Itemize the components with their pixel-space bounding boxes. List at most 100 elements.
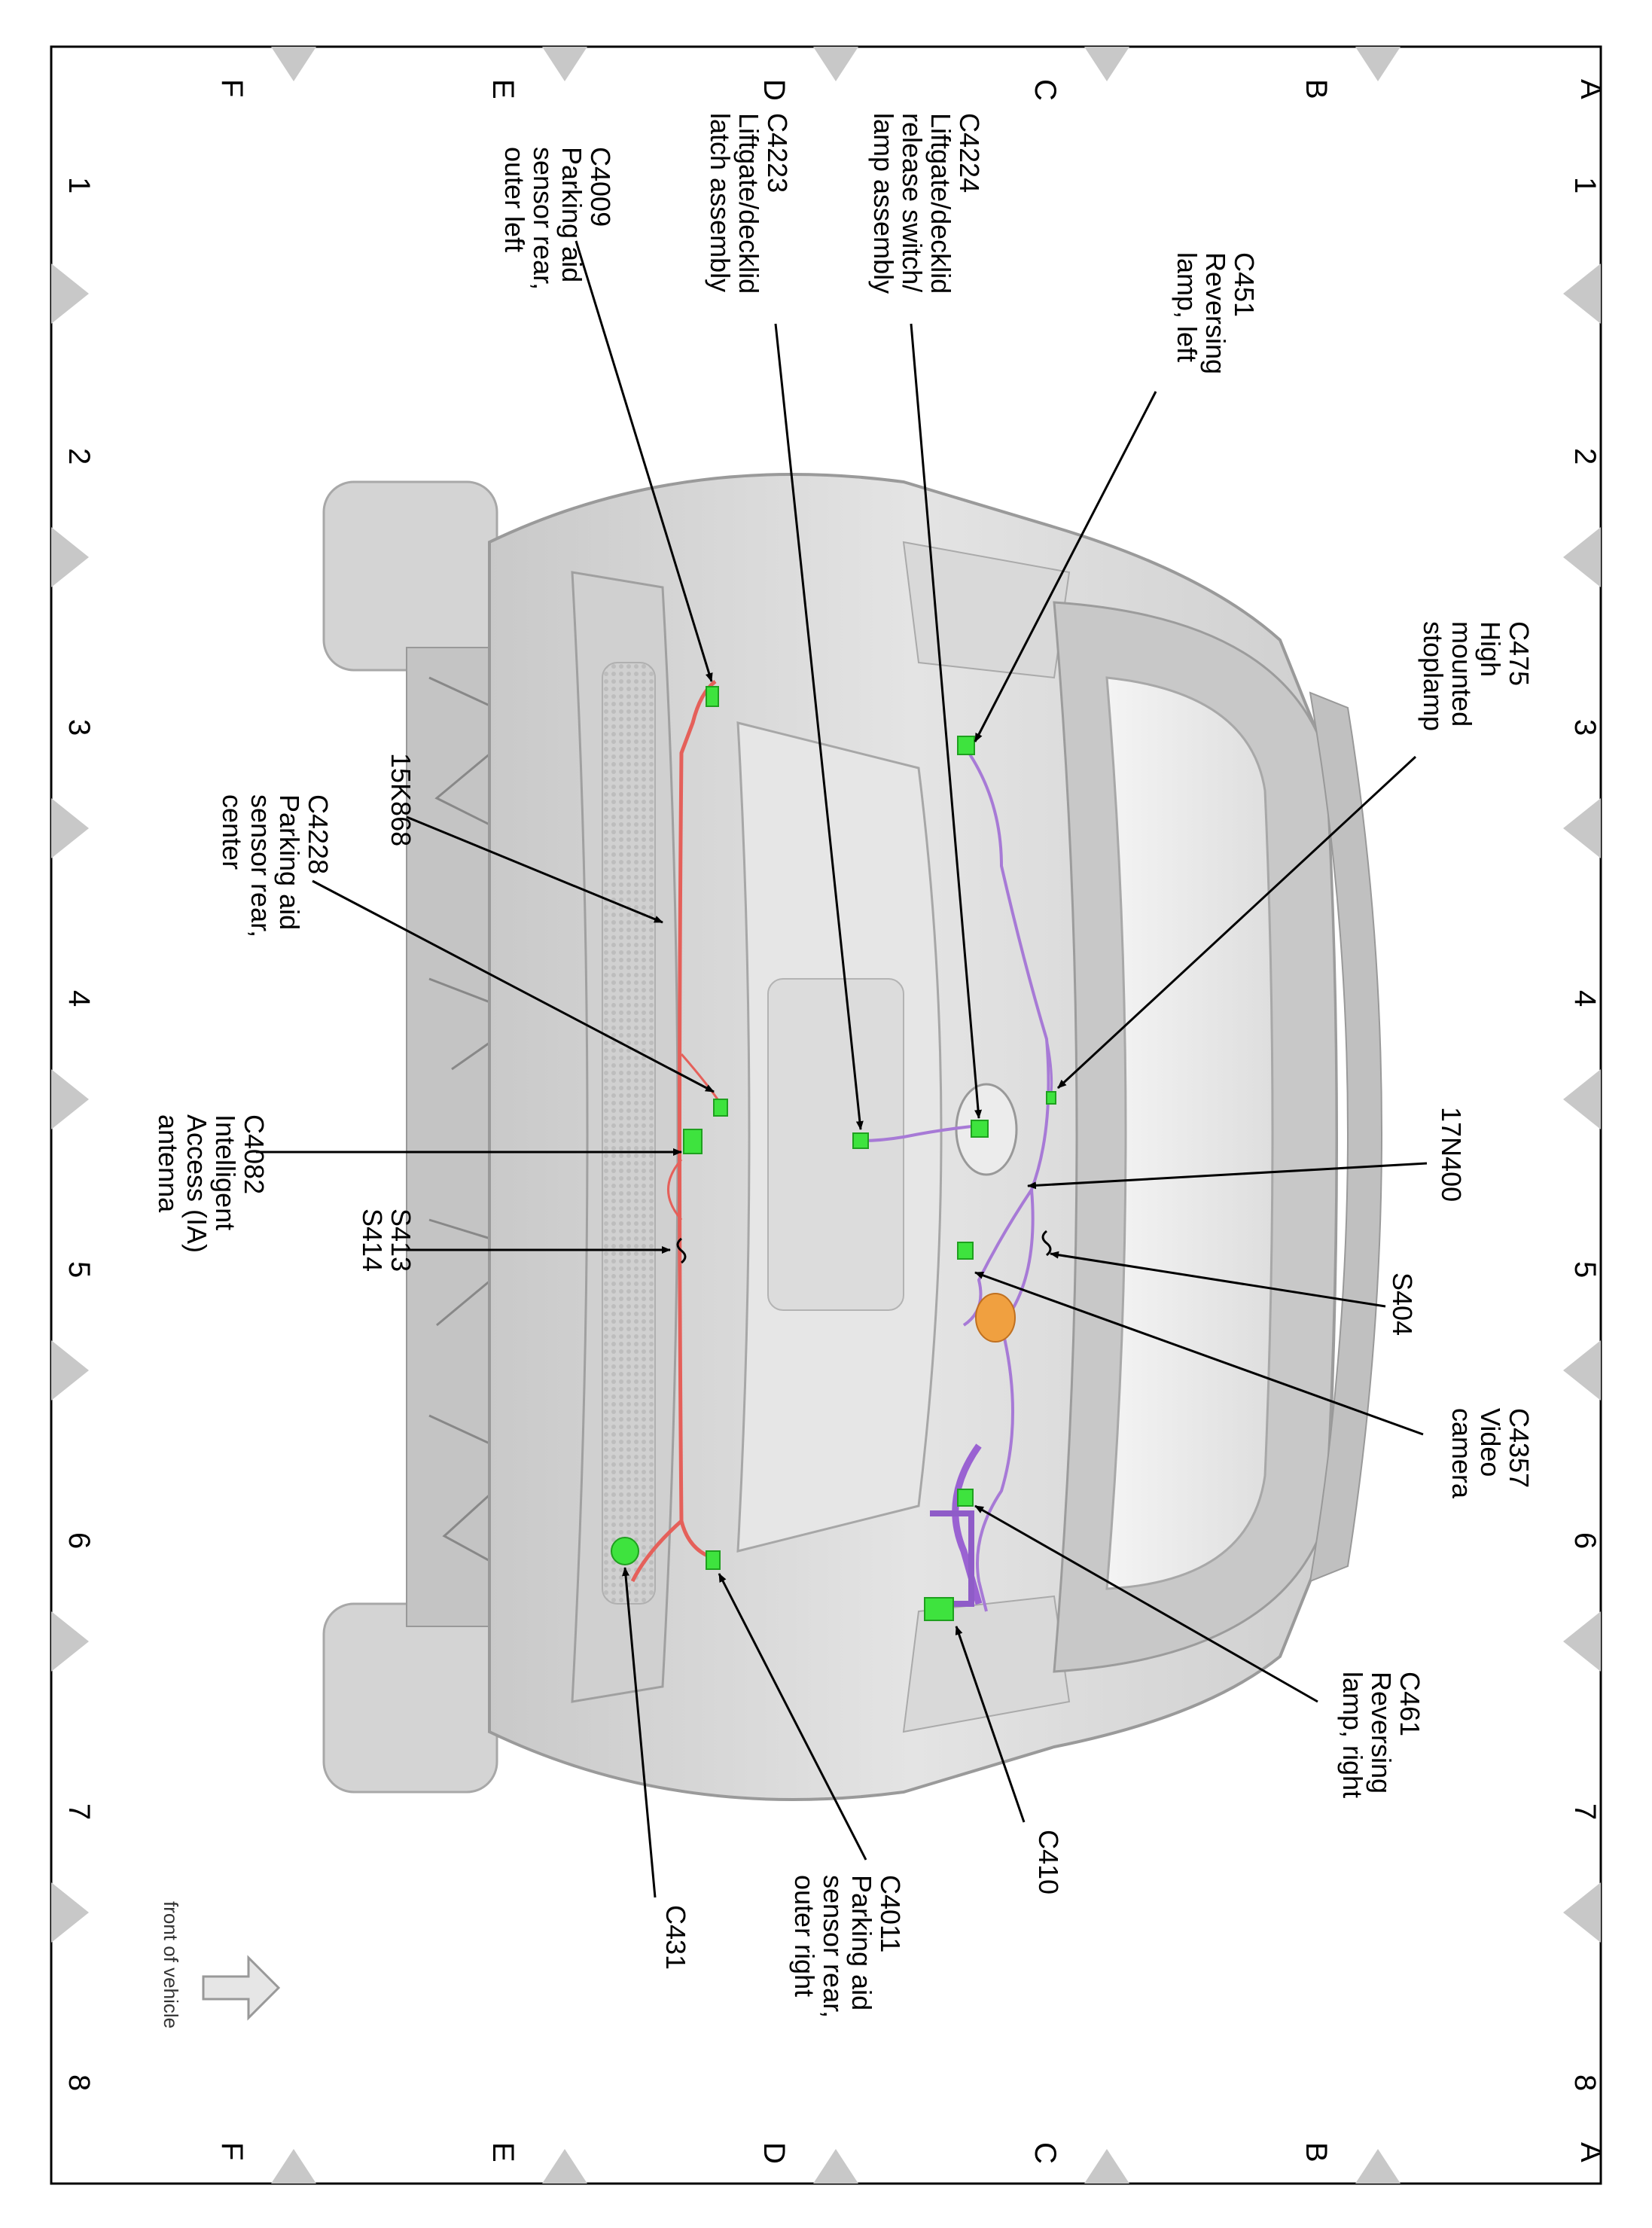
harness-17n400 [962,744,1050,1612]
front-of-vehicle-label: front of vehicle [160,1901,182,2028]
rear-window-glass [1105,676,1274,1590]
leader-c4224 [910,323,983,1119]
connectors [611,686,1056,1621]
leader-c431 [622,1567,657,1898]
harness-15k868-branch-c431 [630,1519,683,1583]
label-c4228-line4: center [217,794,248,870]
leader-c4228 [312,879,715,1093]
connector-c4228 [713,1099,728,1117]
label-17n400: 17N400 [1436,1107,1467,1202]
harness-17n400-bracket [930,1510,974,1607]
label-c461-line2: Reversing [1366,1672,1397,1794]
front-arrow-icon [202,1955,281,2021]
label-c4224-line2: Liftgate/decklid [925,113,956,294]
label-s404: S404 [1387,1272,1418,1336]
grid-numbers-left: 1 2 3 4 5 6 7 8 [62,177,96,2091]
tyre-right [322,1602,498,1794]
leader-c4223 [774,323,864,1130]
callout-c4082: C4082 Intelligent Access (IA) antenna [153,1114,270,1260]
connector-c4082 [683,1129,703,1154]
label-c4224-code: C4224 [954,113,985,193]
grid-number-1-right: 1 [1568,177,1602,194]
label-c4228-line2: Parking aid [274,794,305,930]
leader-15k868 [406,815,663,924]
label-c4011-code: C4011 [875,1875,906,1952]
grid-number-6-left: 6 [62,1532,96,1549]
callout-c410: C410 [1033,1830,1064,1894]
label-c4357-code: C4357 [1504,1408,1535,1488]
leader-c451 [974,391,1157,742]
label-c4011-line2: Parking aid [846,1875,877,2010]
svg-text:C461 Reversing lam: C461 Reversing lamp, right [1337,1672,1425,1801]
grid-number-1-left: 1 [62,177,96,194]
callout-c4223: C4223 Liftgate/decklid latch assembly [705,113,793,301]
grid-numbers-right: 1 2 3 4 5 6 7 8 [1568,177,1602,2091]
label-c4009-code: C4009 [585,147,616,227]
grid-letter-f-bottom: F [215,2142,248,2160]
connector-c461 [957,1489,974,1507]
grid-number-8-left: 8 [62,2074,96,2091]
grid-letter-d-top: D [757,79,791,101]
grid-letters-top: A B C D E F [215,79,1608,101]
grid-number-4-right: 4 [1568,990,1602,1007]
grid-number-7-right: 7 [1568,1803,1602,1820]
grid-letters-bottom: A B C D E F [215,2142,1608,2164]
connector-c4357 [957,1242,974,1260]
callout-s413-s414: S413 S414 [357,1208,416,1272]
label-s413: S413 [386,1208,416,1272]
license-plate-recess [767,978,904,1311]
label-c475-line4: stoplamp [1418,621,1449,731]
label-c4009-line2: Parking aid [556,147,587,282]
callout-17n400: 17N400 [1436,1107,1467,1202]
label-c461-line3: lamp, right [1337,1672,1368,1798]
label-c4082-code: C4082 [239,1114,270,1194]
label-c4228-line3: sensor rear, [245,794,276,937]
grid-triangles [51,47,1601,2184]
grid-number-2-left: 2 [62,448,96,465]
label-c4357-line2: Video [1475,1408,1506,1477]
callout-c4228: C4228 Parking aid sensor rear, center [217,794,334,937]
label-c4011-line4: outer right [789,1875,820,1997]
svg-text:C4082 Intelligent: C4082 Intelligent Access (IA) antenna [153,1114,270,1260]
grid-letter-a-top: A [1574,79,1608,99]
connector-c4009 [706,686,719,707]
label-s414: S414 [357,1208,388,1272]
label-c451-line2: Reversing [1200,252,1231,374]
label-c475-line2: High [1475,621,1506,677]
leader-s404 [1050,1251,1386,1308]
grid-number-2-right: 2 [1568,448,1602,465]
leader-lines [256,240,1428,1898]
svg-text:C4011 Parking aid: C4011 Parking aid sensor rear, outer rig… [789,1875,906,2025]
grid-number-5-right: 5 [1568,1261,1602,1278]
vehicle-rear-illustration [322,473,1382,1801]
callout-c4224: C4224 Liftgate/decklid release switch/ l… [868,113,985,301]
svg-text:C4009 Parking aid: C4009 Parking aid sensor rear, outer lef… [499,147,616,297]
callout-c451: C451 Reversing lamp, left [1172,252,1260,374]
roof-spoiler [1309,691,1382,1583]
svg-text:C4223 Liftgate/decklid: C4223 Liftgate/decklid latch assembly [705,113,793,301]
callout-c461: C461 Reversing lamp, right [1337,1672,1425,1801]
grid-letter-b-bottom: B [1300,2142,1333,2162]
grid-letter-c-bottom: C [1029,2142,1062,2164]
connector-c451 [957,736,975,755]
label-c475-code: C475 [1504,621,1535,686]
grid-number-7-left: 7 [62,1803,96,1820]
label-c4011-line3: sensor rear, [818,1875,849,2018]
leader-c4009 [575,240,713,682]
svg-text:C4224 Liftgate/decklid: C4224 Liftgate/decklid release switch/ l… [868,113,985,301]
grid-number-5-left: 5 [62,1261,96,1278]
grid-number-3-left: 3 [62,719,96,736]
grid-number-3-right: 3 [1568,719,1602,736]
callout-15k868: 15K868 [386,753,416,846]
callout-c4357: C4357 Video camera [1446,1408,1535,1499]
connector-c410 [924,1597,954,1621]
label-c4228-code: C4228 [303,794,334,874]
grid-letter-c-top: C [1029,79,1062,101]
callout-s404: S404 [1387,1272,1418,1336]
grid-number-8-right: 8 [1568,2074,1602,2091]
connector-c431 [611,1537,639,1565]
harness-15k868 [678,680,717,1561]
grid-letter-d-bottom: D [757,2142,791,2164]
grid-letter-a-bottom: A [1574,2142,1608,2162]
